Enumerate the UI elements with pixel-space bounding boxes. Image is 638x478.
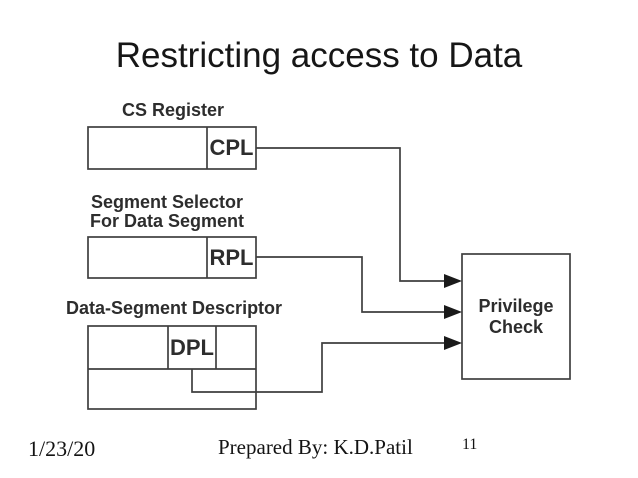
cpl-field: CPL xyxy=(209,135,254,160)
slide-title: Restricting access to Data xyxy=(115,36,523,75)
dpl-field: DPL xyxy=(170,334,214,360)
segment-selector-label-line2: For Data Segment xyxy=(89,211,245,231)
dpl-arrowhead-icon xyxy=(444,336,462,350)
cs-register-label: CS Register xyxy=(122,100,225,120)
segment-selector-label-line1: Segment Selector xyxy=(90,192,244,212)
cpl-arrowhead-icon xyxy=(444,274,462,288)
rpl-arrowhead-icon xyxy=(444,305,462,319)
footer-date: 1/23/20 xyxy=(28,436,96,461)
segment-selector-label: Segment Selector For Data Segment xyxy=(76,193,258,231)
descriptor-box xyxy=(87,325,257,410)
privilege-check-label-line1: Privilege xyxy=(478,295,554,316)
rpl-connector-line xyxy=(256,256,446,313)
privilege-check-label: Privilege Check xyxy=(462,254,570,379)
rpl-field: RPL xyxy=(209,244,254,270)
data-segment-descriptor-label: Data-Segment Descriptor xyxy=(66,298,283,318)
privilege-check-box xyxy=(461,253,571,380)
cpl-connector-line xyxy=(256,147,446,282)
dpl-connector-line xyxy=(191,342,446,393)
footer-credit: Prepared By: K.D.Patil xyxy=(218,435,413,459)
privilege-check-label-line2: Check xyxy=(488,316,544,337)
slide-number: 11 xyxy=(462,436,478,453)
